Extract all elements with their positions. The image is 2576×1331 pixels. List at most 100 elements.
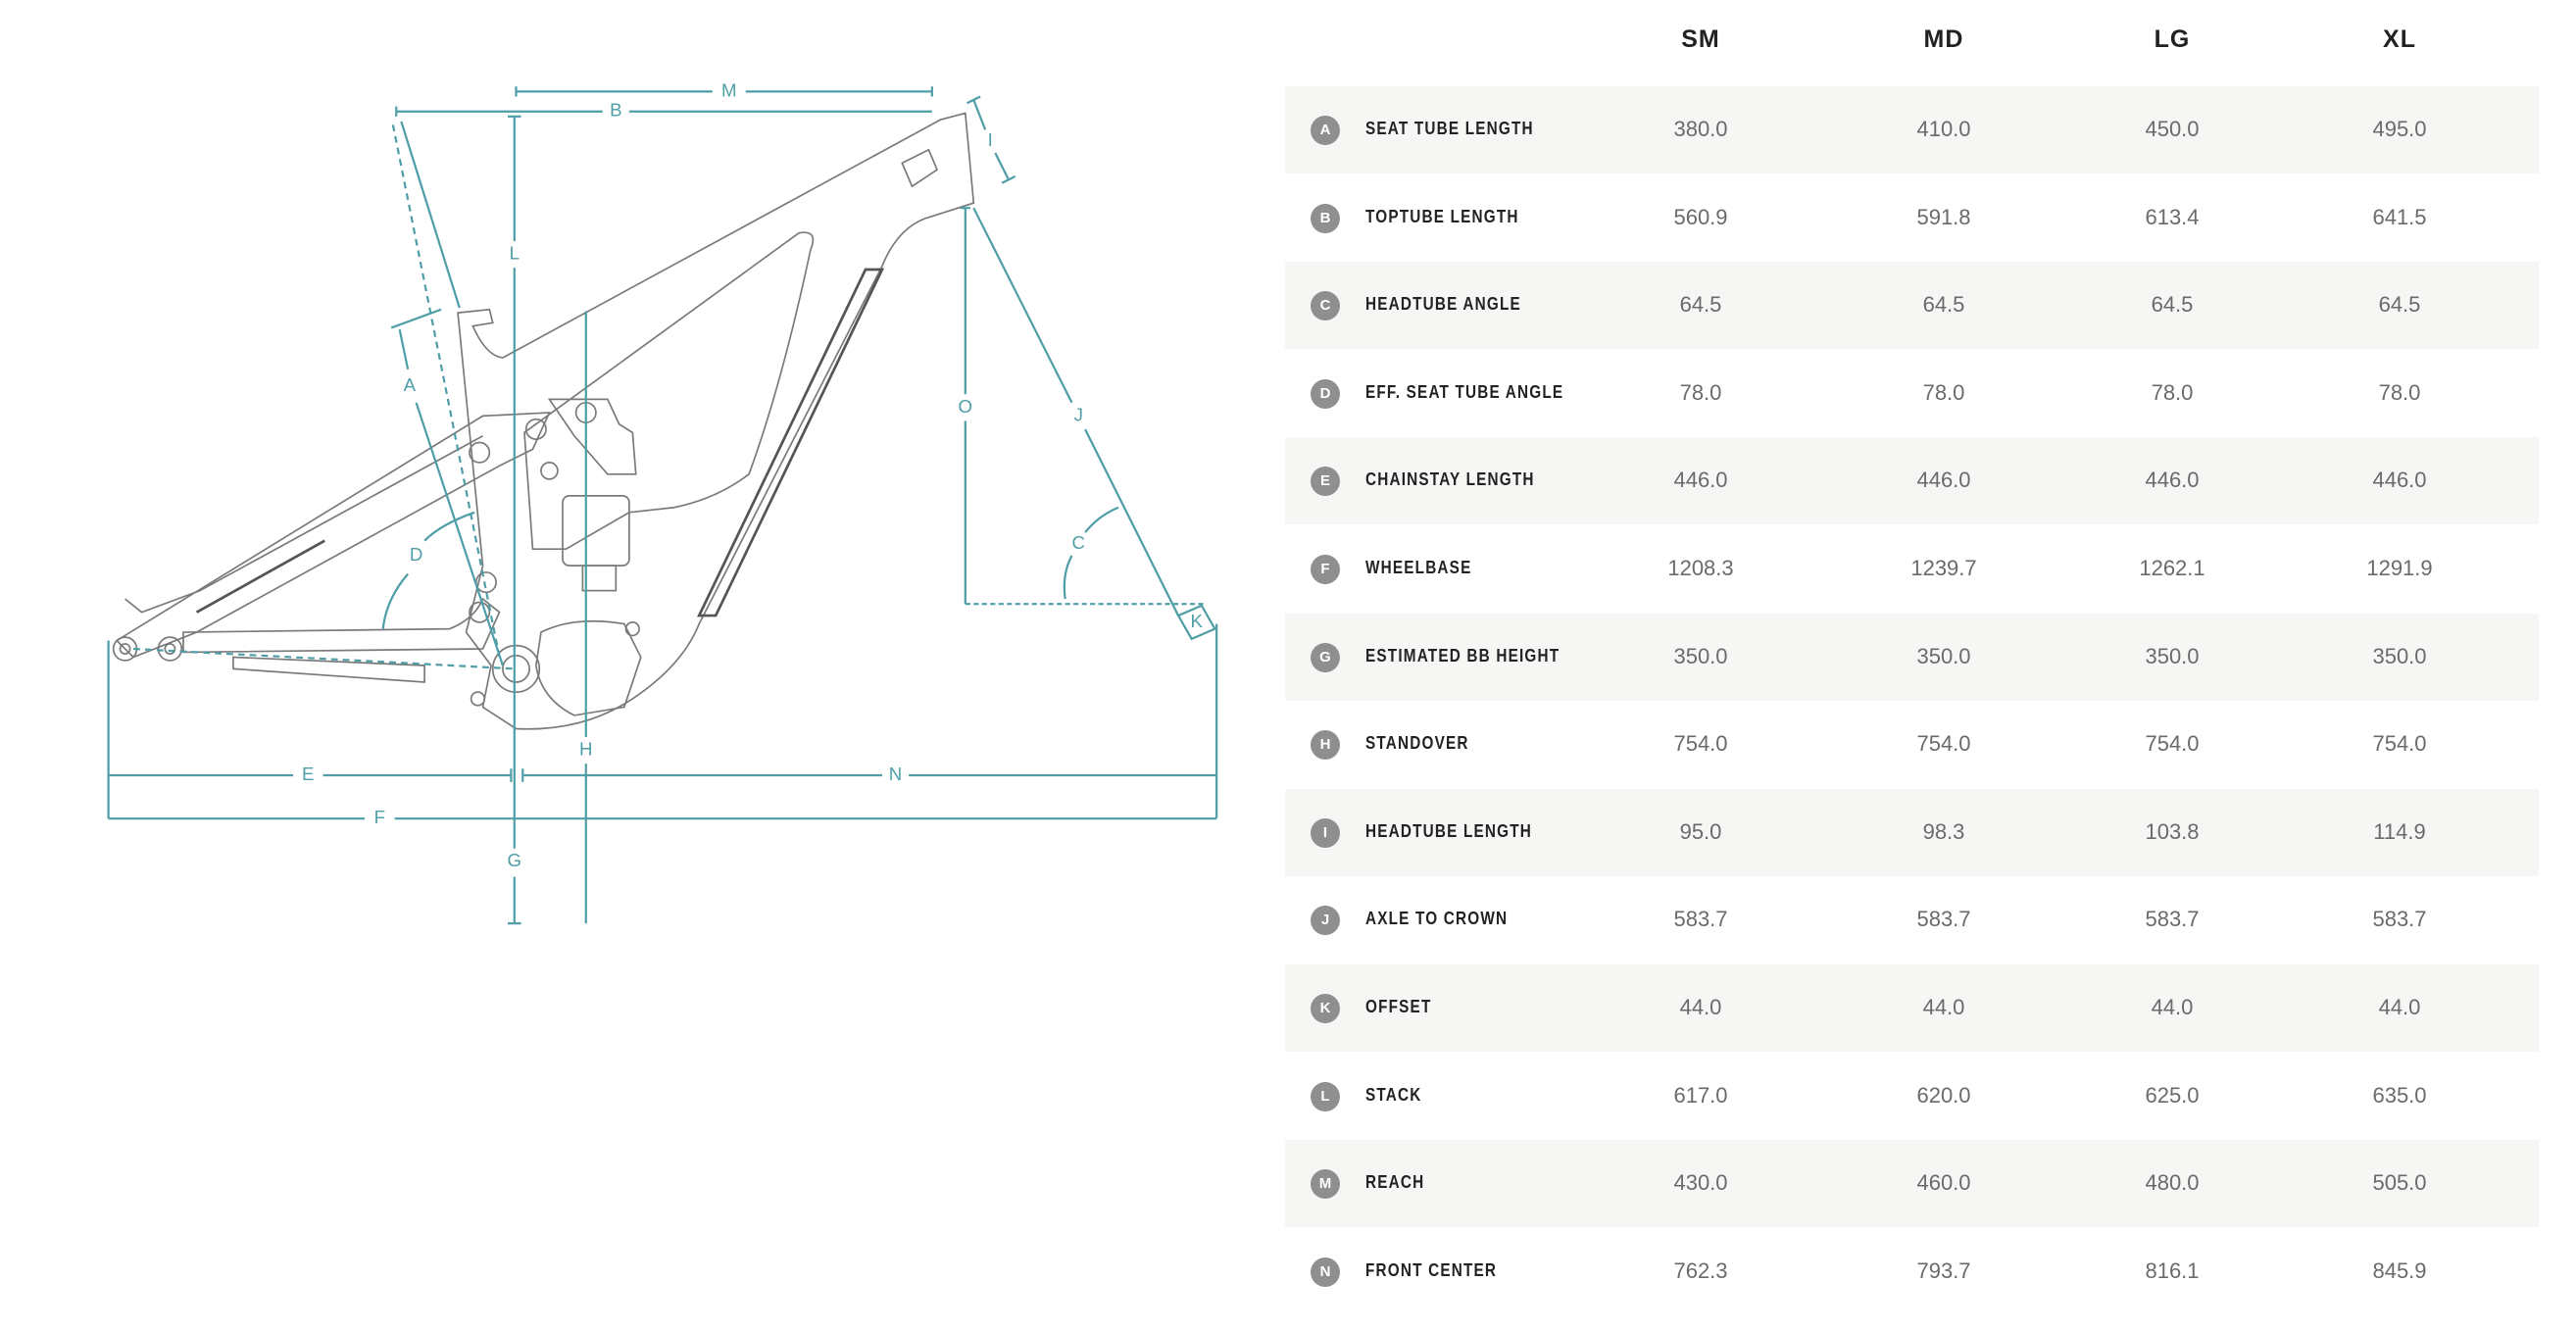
row-label: TOPTUBE LENGTH [1365, 206, 1519, 226]
row-label: HEADTUBE LENGTH [1365, 820, 1532, 841]
cell-value: 583.7 [1673, 907, 1728, 932]
row-key-badge: M [1311, 1169, 1340, 1200]
cell-value: 44.0 [1922, 995, 1965, 1019]
cell-value: 1291.9 [2366, 556, 2433, 580]
row-key-badge: K [1311, 994, 1340, 1023]
cell-value: 1208.3 [1667, 556, 1734, 580]
row-label: AXLE TO CROWN [1365, 909, 1509, 929]
cell-value: 583.7 [1916, 907, 1971, 932]
cell-value: 64.5 [1922, 292, 1965, 318]
row-label: SEAT TUBE LENGTH [1365, 119, 1534, 138]
cell-value: 754.0 [1916, 731, 1971, 757]
cell-value: 78.0 [2378, 379, 2421, 405]
cell-value: 446.0 [2145, 468, 2200, 493]
column-header-sm: SM [1681, 25, 1720, 53]
cell-value: 762.3 [1673, 1257, 1728, 1283]
cell-value: 505.0 [2372, 1170, 2427, 1196]
dim-label-k: K [1191, 611, 1204, 631]
row-key-badge: E [1311, 467, 1340, 497]
cell-value: 625.0 [2145, 1082, 2200, 1108]
cell-value: 430.0 [1673, 1170, 1728, 1196]
cell-value: 103.8 [2145, 818, 2200, 844]
dim-label-h: H [579, 739, 592, 760]
dim-label-d: D [410, 544, 422, 565]
cell-value: 1262.1 [2139, 556, 2205, 580]
cell-value: 44.0 [1679, 995, 1722, 1019]
cell-value: 350.0 [1673, 643, 1728, 668]
row-key-badge: B [1311, 203, 1340, 233]
cell-value: 114.9 [2373, 818, 2426, 844]
cell-value: 620.0 [1916, 1082, 1971, 1108]
dim-label-o: O [959, 396, 973, 417]
row-label: WHEELBASE [1365, 558, 1472, 577]
row-key-badge: F [1311, 555, 1340, 584]
cell-value: 560.9 [1673, 204, 1728, 229]
row-key-badge: C [1311, 291, 1340, 321]
row-label: REACH [1365, 1172, 1425, 1193]
cell-value: 591.8 [1916, 204, 1971, 229]
dim-label-c: C [1072, 532, 1085, 553]
row-label: EFF. SEAT TUBE ANGLE [1365, 381, 1564, 402]
bike-frame [112, 112, 975, 730]
cell-value: 350.0 [2372, 643, 2427, 668]
table-row: D EFF. SEAT TUBE ANGLE 78.0 78.0 78.0 78.0 [1285, 350, 2539, 437]
cell-value: 450.0 [2145, 117, 2200, 141]
cell-value: 78.0 [2151, 379, 2194, 405]
row-key-badge: A [1311, 116, 1340, 145]
row-key-badge: L [1311, 1081, 1340, 1111]
dim-label-l: L [510, 243, 520, 264]
row-key-badge: D [1311, 378, 1340, 409]
row-label: STANDOVER [1365, 733, 1469, 754]
cell-value: 95.0 [1679, 818, 1722, 844]
dim-label-j: J [1074, 404, 1083, 424]
bike-geometry-diagram: M B L G H E N F O J I C K A D [107, 79, 1218, 925]
cell-value: 350.0 [2145, 643, 2200, 668]
cell-value: 613.4 [2145, 204, 2200, 229]
table-row: B TOPTUBE LENGTH 560.9 591.8 613.4 641.5 [1285, 174, 2539, 262]
cell-value: 754.0 [1673, 731, 1728, 757]
column-header-lg: LG [2154, 25, 2191, 53]
dim-label-i: I [988, 129, 993, 150]
cell-value: 641.5 [2372, 204, 2427, 229]
cell-value: 845.9 [2372, 1257, 2427, 1283]
row-key-badge: N [1311, 1257, 1340, 1287]
row-key-badge: H [1311, 730, 1340, 761]
cell-value: 64.5 [1679, 292, 1722, 318]
cell-value: 446.0 [1916, 468, 1971, 493]
cell-value: 380.0 [1673, 117, 1728, 141]
cell-value: 78.0 [1922, 379, 1965, 405]
column-header-xl: XL [2383, 25, 2416, 53]
cell-value: 480.0 [2145, 1170, 2200, 1196]
dimension-lines [107, 86, 1218, 925]
dim-label-b: B [610, 100, 621, 121]
cell-value: 78.0 [1679, 379, 1722, 405]
cell-value: 583.7 [2145, 907, 2200, 932]
row-label: OFFSET [1365, 997, 1432, 1016]
cell-value: 410.0 [1916, 117, 1971, 141]
dim-label-f: F [374, 807, 385, 827]
row-key-badge: I [1311, 817, 1340, 848]
row-label: ESTIMATED BB HEIGHT [1365, 645, 1560, 666]
row-label: FRONT CENTER [1365, 1259, 1498, 1280]
row-key-badge: J [1311, 906, 1340, 936]
cell-value: 446.0 [2372, 468, 2427, 493]
cell-value: 98.3 [1922, 818, 1965, 844]
table-row: I HEADTUBE LENGTH 95.0 98.3 103.8 114.9 [1285, 788, 2539, 876]
table-row: F WHEELBASE 1208.3 1239.7 1262.1 1291.9 [1285, 525, 2539, 613]
cell-value: 1239.7 [1910, 556, 1977, 580]
cell-value: 460.0 [1916, 1170, 1971, 1196]
cell-value: 44.0 [2151, 995, 2194, 1019]
cell-value: 64.5 [2378, 292, 2421, 318]
cell-value: 754.0 [2372, 731, 2427, 757]
row-label: HEADTUBE ANGLE [1365, 294, 1521, 315]
cell-value: 446.0 [1673, 468, 1728, 493]
cell-value: 350.0 [1916, 643, 1971, 668]
cell-value: 816.1 [2145, 1257, 2200, 1283]
